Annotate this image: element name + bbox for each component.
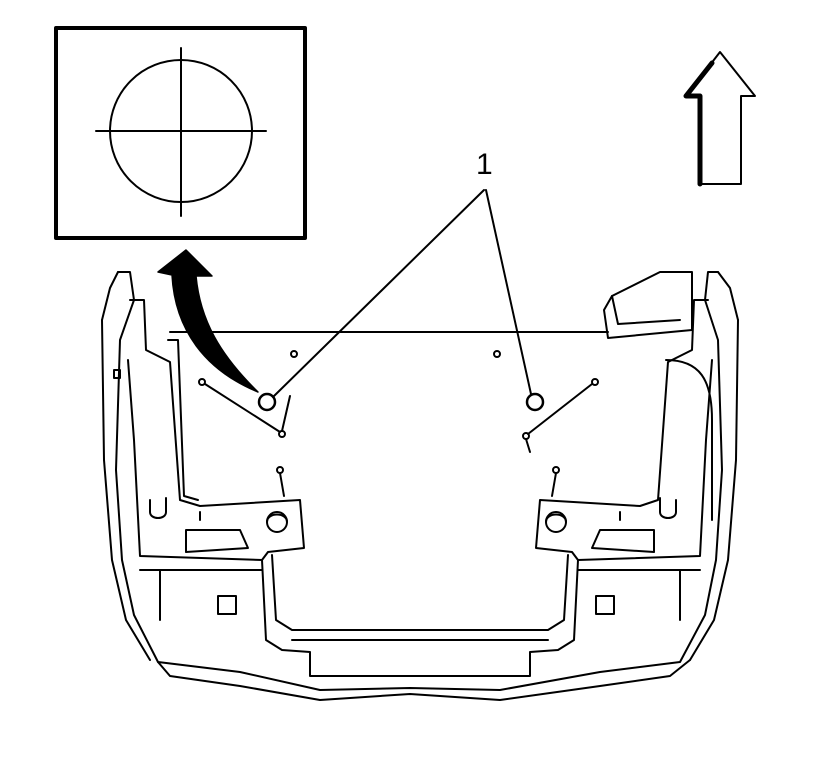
- up-arrow-icon: [683, 51, 756, 187]
- detail-view-frame: [54, 26, 307, 240]
- fastener-right-top: [493, 350, 501, 358]
- detail-view-inset: [54, 26, 307, 240]
- fastener-right-side: [591, 378, 599, 386]
- callout-label: 1: [476, 148, 493, 181]
- underbody-outline: [101, 271, 739, 701]
- fastener-left-large: [257, 392, 277, 412]
- fastener-group-right: [493, 350, 599, 533]
- crosshair-circle-icon: [95, 47, 267, 217]
- callout-leaders: [272, 189, 532, 398]
- fastener-group-left: [198, 350, 298, 533]
- curved-arrow-icon: [157, 249, 259, 393]
- fastener-left-top: [290, 350, 298, 358]
- fastener-left-side: [198, 378, 206, 386]
- fastener-right-large: [525, 392, 545, 412]
